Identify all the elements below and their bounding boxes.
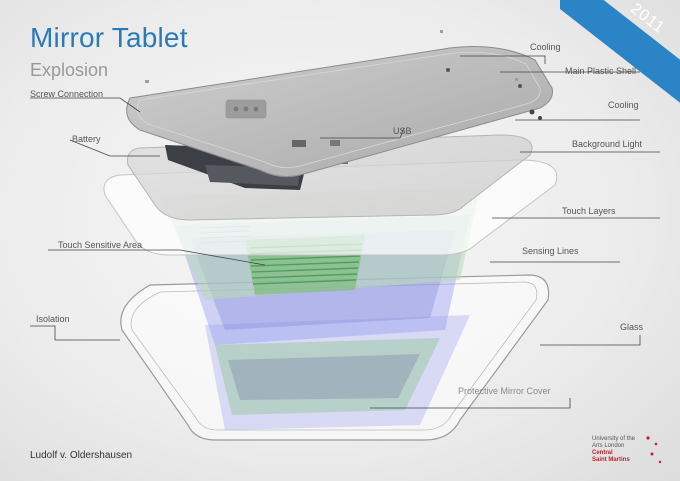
label-usb: USB: [393, 126, 412, 136]
logo-line-2: Arts London: [592, 443, 625, 449]
corner-band: [560, 0, 680, 114]
label-background-light: Background Light: [572, 139, 643, 149]
label-cooling-top: Cooling: [530, 42, 561, 52]
label-isolation: Isolation: [36, 314, 70, 324]
glass-layer: [120, 274, 550, 441]
label-main-plastic-shell: Main Plastic Shell: [565, 66, 637, 76]
label-sensing-lines: Sensing Lines: [522, 246, 579, 256]
label-cooling-right: Cooling: [608, 100, 639, 110]
label-glass: Glass: [620, 322, 644, 332]
label-screw-connection: Screw Connection: [30, 89, 104, 99]
mirror-cover-layer: [205, 315, 470, 430]
logo-line-1: University of the: [592, 436, 636, 442]
logo-star-icon: [646, 436, 662, 464]
main-plastic-shell: [126, 46, 553, 178]
label-battery: Battery: [72, 134, 101, 144]
leader-lines: [30, 55, 660, 409]
logo-line-3: Central: [592, 450, 613, 456]
label-touch-sensitive-area: Touch Sensitive Area: [58, 240, 143, 250]
author-credit: Ludolf v. Oldershausen: [30, 450, 133, 461]
floating-fragments: [145, 30, 518, 83]
page-title: Mirror Tablet: [30, 22, 188, 53]
logo-line-4: Saint Martins: [592, 457, 630, 463]
page-subtitle: Explosion: [30, 60, 109, 80]
label-protective-mirror-cover: Protective Mirror Cover: [458, 386, 551, 396]
label-touch-layers: Touch Layers: [562, 206, 616, 216]
university-logo: University of the Arts London Central Sa…: [586, 432, 676, 472]
